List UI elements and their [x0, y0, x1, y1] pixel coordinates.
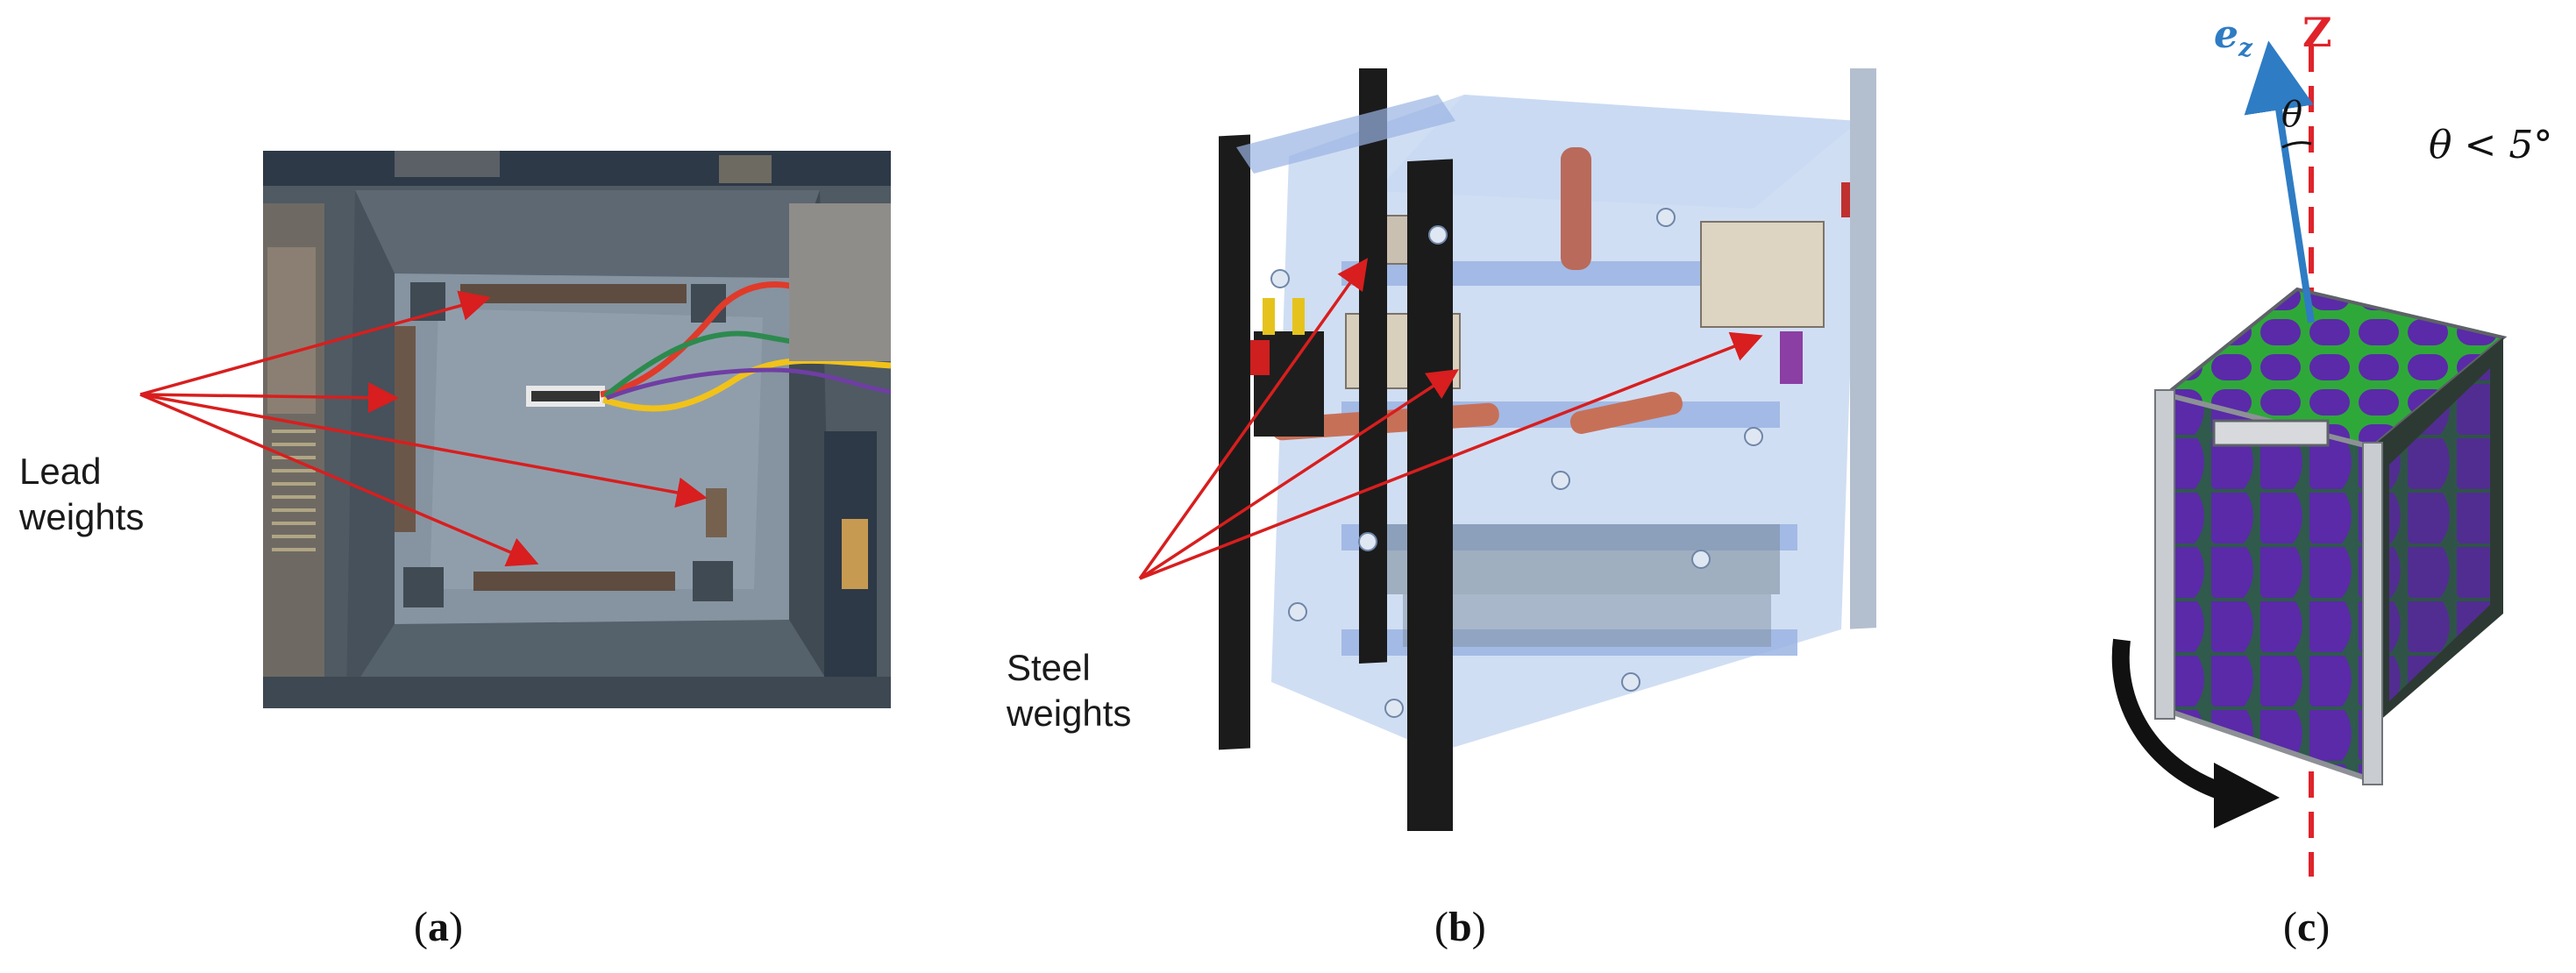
ez-vector-label: ez [2214, 12, 2252, 62]
z-axis-label: Z [2302, 9, 2332, 56]
lead-arrow-3 [139, 393, 708, 508]
cube-front-face [2163, 391, 2374, 785]
caption-b: (b) [1434, 904, 1486, 950]
rotation-arrow [2111, 638, 2231, 802]
rail-back-right [1850, 68, 1876, 629]
lead-arrow-2 [139, 382, 399, 414]
panel-a-photo [263, 151, 891, 708]
rail-front-center [1407, 159, 1453, 831]
steel-arrow-1 [1138, 258, 1369, 580]
steel-weight-right [1700, 221, 1825, 328]
steel-weights-arrows [1138, 258, 1763, 580]
angle-condition-label: θ < 5° [2429, 123, 2553, 167]
caption-a: (a) [414, 904, 463, 950]
panel-c-cubesat [2111, 40, 2508, 877]
lead-arrow-4 [139, 393, 539, 567]
ez-vector [2244, 40, 2315, 323]
theta-label: θ [2281, 95, 2303, 135]
steel-arrow-3 [1139, 331, 1763, 580]
rail-front-left [1219, 134, 1250, 750]
steel-arrow-2 [1139, 369, 1459, 580]
panel-b-cad-model [1219, 68, 1876, 831]
lead-arrow-1 [139, 290, 491, 396]
theta-arc [2281, 141, 2312, 149]
rail-back-left [1359, 68, 1387, 664]
lead-weights-arrows [139, 290, 708, 567]
caption-c: (c) [2283, 904, 2330, 950]
